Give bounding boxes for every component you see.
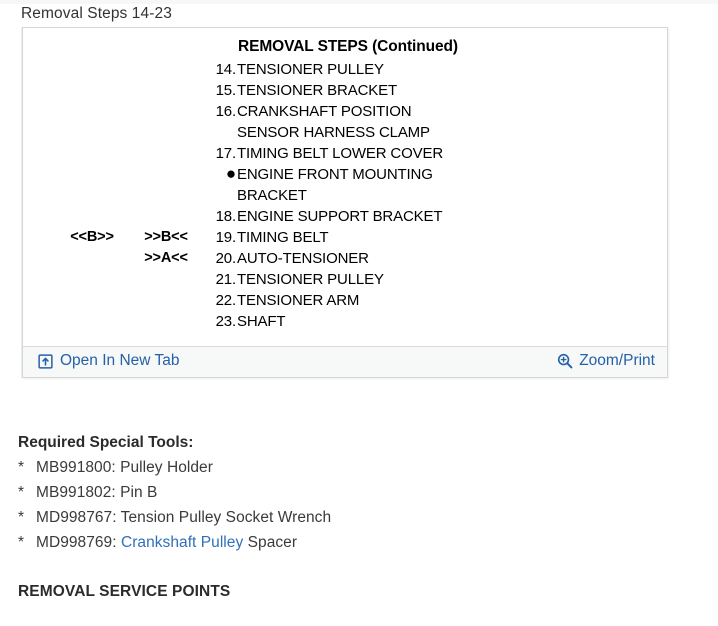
step-label: ENGINE SUPPORT BRACKET [237,208,443,225]
tool-code: MD998769: [36,534,121,551]
step-label: CRANKSHAFT POSITION [237,103,412,120]
scan-title: REMOVAL STEPS (Continued) [238,38,458,55]
required-tool-item: * MD998769: Crankshaft Pulley Spacer [18,534,297,552]
step-label: TENSIONER PULLEY [237,61,384,78]
step-number: 15. [215,82,237,99]
tool-name: Pulley Holder [120,459,213,476]
step-bullet-icon: ● [225,164,236,183]
step-label: TENSIONER PULLEY [237,271,384,288]
step-label: AUTO-TENSIONER [237,250,369,267]
step-label: TIMING BELT [237,229,329,246]
removal-step-row: BRACKET [23,187,667,208]
figure-card: REMOVAL STEPS (Continued) 14.TENSIONER P… [22,27,668,378]
step-number: 14. [215,61,237,78]
zoom-print-label: Zoom/Print [579,352,655,369]
step-number: 20. [215,250,237,267]
removal-step-row: 22.TENSIONER ARM [23,292,667,313]
required-tool-item: * MB991800: Pulley Holder [18,459,213,477]
tool-name: Tension Pulley Socket Wrench [120,509,332,526]
removal-step-row: 21.TENSIONER PULLEY [23,271,667,292]
step-label: ENGINE FRONT MOUNTING [237,166,433,183]
tool-code: MB991802: [36,484,121,501]
removal-step-row: >>A<< 20.AUTO-TENSIONER [23,250,667,271]
page-title: Removal Steps 14-23 [21,5,172,22]
step-number: 18. [215,208,237,225]
step-number: 19. [215,229,237,246]
step-label: BRACKET [237,187,307,204]
step-label: SHAFT [237,313,286,330]
tool-code: MD998767: [36,509,121,526]
step-number: 23. [215,313,237,330]
figure-footer-toolbar: Open In New Tab Zoom/Print [23,346,667,377]
required-tools-heading: Required Special Tools: [18,434,194,451]
removal-step-row: ●ENGINE FRONT MOUNTING [23,164,667,187]
figure-image-area[interactable]: REMOVAL STEPS (Continued) 14.TENSIONER P… [23,28,667,347]
step-number: 16. [215,103,237,120]
zoom-print-button[interactable]: Zoom/Print [556,352,655,370]
removal-step-row: 14.TENSIONER PULLEY [23,61,667,82]
removal-step-row: 18.ENGINE SUPPORT BRACKET [23,208,667,229]
required-tool-item: * MD998767: Tension Pulley Socket Wrench [18,509,331,527]
tool-bullet-asterisk: * [18,484,25,501]
removal-service-points-heading: REMOVAL SERVICE POINTS [18,583,231,600]
removal-step-row: 17.TIMING BELT LOWER COVER [23,145,667,166]
removal-step-row: 15.TENSIONER BRACKET [23,82,667,103]
open-in-new-tab-label: Open In New Tab [60,352,180,369]
step-label: SENSOR HARNESS CLAMP [237,124,430,141]
tool-code: MB991800: [36,459,121,476]
tool-name-link[interactable]: Crankshaft Pulley [120,534,244,551]
removal-step-row: 16.CRANKSHAFT POSITION [23,103,667,124]
tool-bullet-asterisk: * [18,459,25,476]
step-number: 22. [215,292,237,309]
step-label: TENSIONER BRACKET [237,82,397,99]
required-tool-item: * MB991802: Pin B [18,484,157,502]
tool-name-tail: Spacer [243,534,298,551]
removal-step-row: 23.SHAFT [23,313,667,334]
top-background-strip [0,0,718,4]
tool-bullet-asterisk: * [18,534,25,551]
removal-step-row: SENSOR HARNESS CLAMP [23,124,667,145]
magnifier-plus-icon [556,353,573,370]
step-label: TIMING BELT LOWER COVER [237,145,444,162]
step-mark-right: >>A<< [144,250,188,266]
open-in-new-tab-icon [37,353,54,370]
step-number: 17. [215,145,237,162]
step-label: TENSIONER ARM [237,292,360,309]
tool-bullet-asterisk: * [18,509,25,526]
step-mark-right: >>B<< [144,229,188,245]
removal-step-row: <<B>> >>B<< 19.TIMING BELT [23,229,667,250]
step-mark-left: <<B>> [70,229,114,245]
open-in-new-tab-button[interactable]: Open In New Tab [37,352,179,370]
step-number: 21. [215,271,237,288]
tool-name: Pin B [120,484,158,501]
